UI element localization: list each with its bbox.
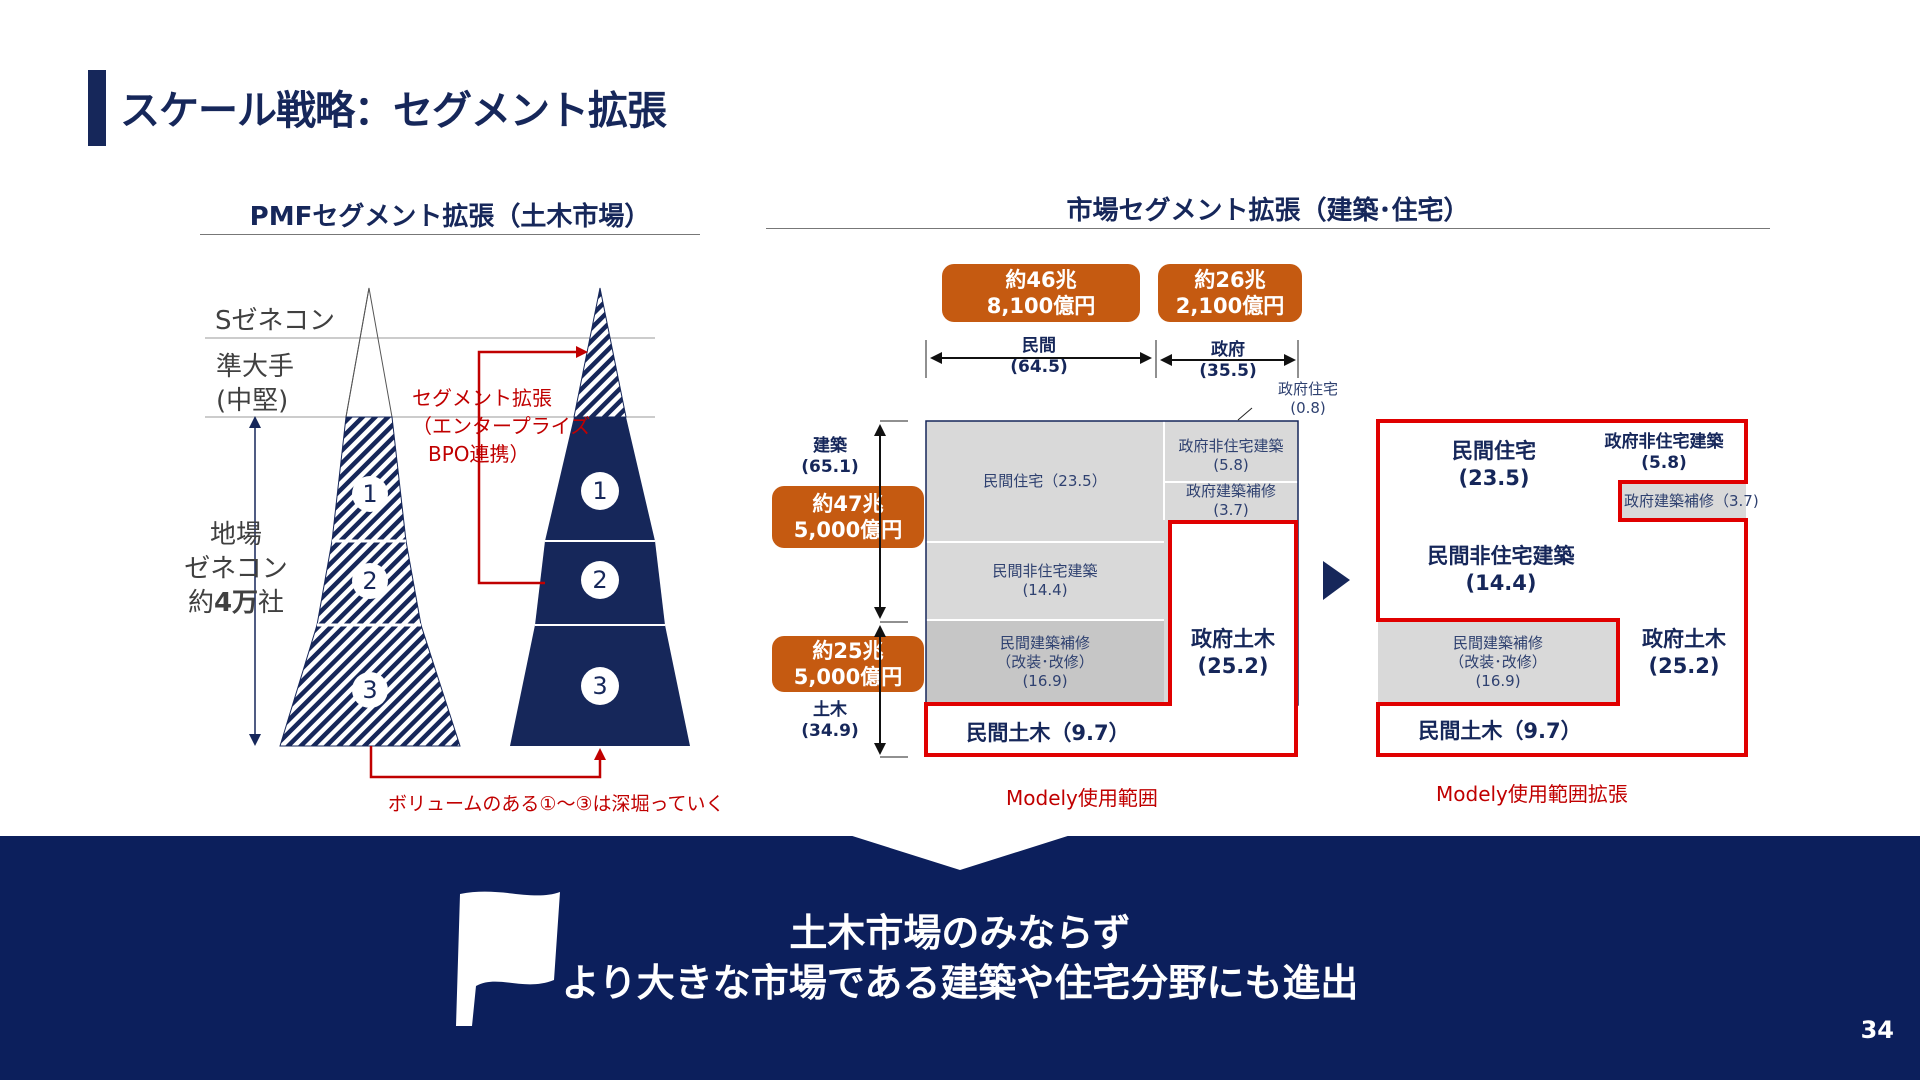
right-level-3-marker: 3 xyxy=(581,667,619,705)
right-section-heading: 市場セグメント拡張（建築･住宅） xyxy=(1066,196,1470,226)
page-title: スケール戦略：セグメント拡張 xyxy=(120,88,667,134)
cell-private-nonres: 民間非住宅建築(14.4) xyxy=(992,562,1098,599)
modely-range-expanded xyxy=(1376,419,1748,757)
exp-private-civil: 民間土木（9.7） xyxy=(1418,719,1582,743)
banner-notch xyxy=(846,834,1074,870)
gov-share-label: 政府(35.5) xyxy=(1199,340,1257,381)
exp-private-housing: 民間住宅(23.5) xyxy=(1452,439,1536,490)
tier-label-s-zenecon: Sゼネコン xyxy=(215,306,335,336)
caption-modely-current: Modely使用範囲 xyxy=(1006,786,1158,810)
cell-private-housing: 民間住宅（23.5） xyxy=(983,472,1107,490)
left-heading-rule xyxy=(200,234,700,235)
gov-housing-note: 政府住宅(0.8) xyxy=(1277,380,1338,417)
exp-private-repair: 民間建築補修（改装･改修）(16.9) xyxy=(1449,633,1547,690)
expansion-label: セグメント拡張 （エンタープライズ BPO連携） xyxy=(412,386,591,466)
cell-private-repair: 民間建築補修（改装･改修）(16.9) xyxy=(996,633,1094,690)
title-accent-bar xyxy=(88,70,106,146)
left-level-2-marker: 2 xyxy=(352,563,388,599)
caption-modely-expanded: Modely使用範囲拡張 xyxy=(1436,782,1628,806)
deepen-caption: ボリュームのある①～③は深堀っていく xyxy=(388,793,725,815)
cell-gov-nonres: 政府非住宅建築(5.8) xyxy=(1178,437,1284,474)
exp-gov-repair: 政府建築補修（3.7) xyxy=(1624,492,1759,510)
right-level-1-marker: 1 xyxy=(581,472,619,510)
right-heading-rule xyxy=(766,228,1770,229)
banner-line-1: 土木市場のみならず xyxy=(789,911,1131,955)
right-level-2-marker: 2 xyxy=(581,561,619,599)
market-segment-diagram xyxy=(874,340,1748,758)
tier-label-mid-2: (中堅) xyxy=(216,386,289,416)
left-level-3-marker: 3 xyxy=(352,672,388,708)
banner-line-2: より大きな市場である建築や住宅分野にも進出 xyxy=(561,961,1359,1005)
private-share-label: 民間(64.5) xyxy=(1010,336,1068,377)
tier-label-local-2: ゼネコン xyxy=(184,554,288,584)
transition-arrow xyxy=(1323,561,1350,600)
left-level-1-marker: 1 xyxy=(352,476,388,512)
deepen-arrow-head xyxy=(594,748,606,760)
expansion-arrow-line xyxy=(477,350,582,585)
tier-label-local-3: 約4万社 xyxy=(187,588,285,618)
left-section-heading: PMFセグメント拡張（土木市場） xyxy=(249,202,651,232)
tier-label-local-1: 地場 xyxy=(209,520,262,550)
tier-label-mid-1: 準大手 xyxy=(216,352,295,382)
civil-share-label: 土木(34.9) xyxy=(801,700,859,741)
flag-icon xyxy=(456,891,560,1026)
exp-gov-civil: 政府土木(25.2) xyxy=(1642,627,1726,678)
page-number: 34 xyxy=(1860,1016,1894,1044)
cell-gov-repair: 政府建築補修(3.7) xyxy=(1185,482,1276,519)
cell-private-civil: 民間土木（9.7） xyxy=(966,721,1130,745)
exp-gov-nonres: 政府非住宅建築(5.8) xyxy=(1604,432,1724,473)
building-share-label: 建築(65.1) xyxy=(801,436,859,477)
deepen-arrow-line xyxy=(369,746,602,779)
expanded-gov-repair-bg xyxy=(1620,482,1746,520)
cell-gov-civil: 政府土木(25.2) xyxy=(1191,627,1275,678)
cell-private-repair-bg xyxy=(926,620,1164,704)
local-range-arrow-up xyxy=(249,416,261,428)
summary-banner xyxy=(0,836,1920,1080)
gov-housing-pointer xyxy=(1237,407,1253,421)
local-range-arrow-down xyxy=(249,734,261,746)
tier-label-local: 地場 ゼネコン 約4万社 xyxy=(180,518,292,620)
expanded-private-repair-bg xyxy=(1378,620,1618,704)
expansion-arrow-head xyxy=(576,346,588,358)
exp-private-nonres: 民間非住宅建築(14.4) xyxy=(1427,544,1575,595)
banner-message: 土木市場のみならず より大きな市場である建築や住宅分野にも進出 xyxy=(0,908,1920,1008)
